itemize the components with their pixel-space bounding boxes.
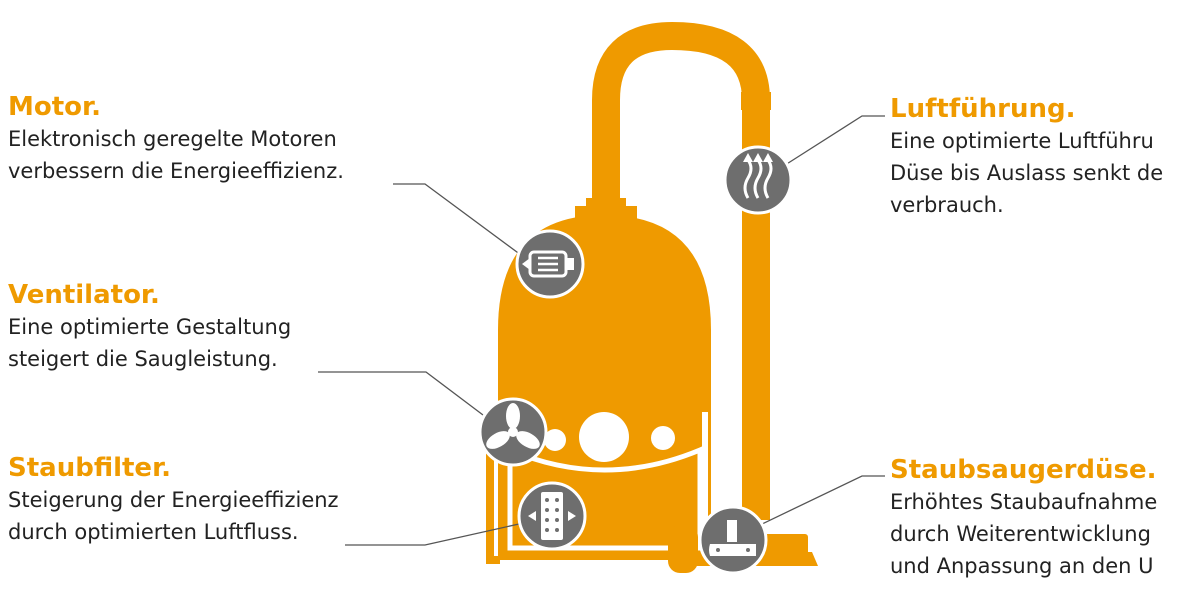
vacuum-hole-right xyxy=(651,426,675,450)
staubfilter-desc-line-1: Steigerung der Energieeffizienz xyxy=(8,488,339,512)
luftfuehrung-desc-line-3: verbrauch. xyxy=(890,193,1004,217)
fan-icon xyxy=(478,397,548,467)
motor-callout: Motor. Elektronisch geregelte Motoren ve… xyxy=(8,91,344,187)
vacuum-hose xyxy=(592,21,770,520)
duese-desc-line-2: durch Weiterentwicklung xyxy=(890,522,1151,546)
staubfilter-callout: Staubfilter. Steigerung der Energieeffiz… xyxy=(8,452,339,548)
motor-icon xyxy=(515,229,585,299)
vacuum-nozzle-top xyxy=(762,534,808,556)
ventilator-desc-line-2: steigert die Saugleistung. xyxy=(8,347,278,371)
duese-desc-line-3: und Anpassung an den U xyxy=(890,554,1154,578)
staubfilter-desc-line-2: durch optimierten Luftfluss. xyxy=(8,520,299,544)
ventilator-desc-line-1: Eine optimierte Gestaltung xyxy=(8,315,292,339)
airflow-icon xyxy=(723,145,793,215)
ventilator-callout: Ventilator. Eine optimierte Gestaltung s… xyxy=(8,279,291,375)
vacuum-body xyxy=(498,215,711,560)
nozzle-icon xyxy=(698,505,768,575)
duese-leader-line xyxy=(759,475,885,526)
staubfilter-title: Staubfilter. xyxy=(8,453,172,483)
motor-desc-line-2: verbessern die Energieeffizienz. xyxy=(8,159,344,183)
luftfuehrung-desc-line-1: Eine optimierte Luftführu xyxy=(890,129,1154,153)
filter-leader-line xyxy=(345,521,529,546)
luftfuehrung-leader-line xyxy=(781,115,885,168)
duese-callout: Staubsaugerdüse. Erhöhtes Staubaufnahme … xyxy=(890,454,1180,582)
duese-title: Staubsaugerdüse. xyxy=(890,455,1157,485)
filter-icon xyxy=(517,481,587,551)
motor-leader-line xyxy=(393,183,526,259)
luftfuehrung-desc-line-2: Düse bis Auslass senkt de xyxy=(890,161,1164,185)
luftfuehrung-title: Luftführung. xyxy=(890,94,1076,124)
vacuum-hole-center xyxy=(579,412,629,462)
luftfuehrung-callout: Luftführung. Eine optimierte Luftführu D… xyxy=(890,93,1180,221)
vacuum-hole-left xyxy=(544,429,566,451)
ventilator-title: Ventilator. xyxy=(8,280,160,310)
hose-collar xyxy=(741,92,771,110)
motor-desc-line-1: Elektronisch geregelte Motoren xyxy=(8,127,337,151)
ventilator-leader-line xyxy=(318,371,488,419)
motor-title: Motor. xyxy=(8,92,102,122)
vacuum-bag-outline xyxy=(507,446,703,551)
duese-desc-line-1: Erhöhtes Staubaufnahme xyxy=(890,490,1158,514)
